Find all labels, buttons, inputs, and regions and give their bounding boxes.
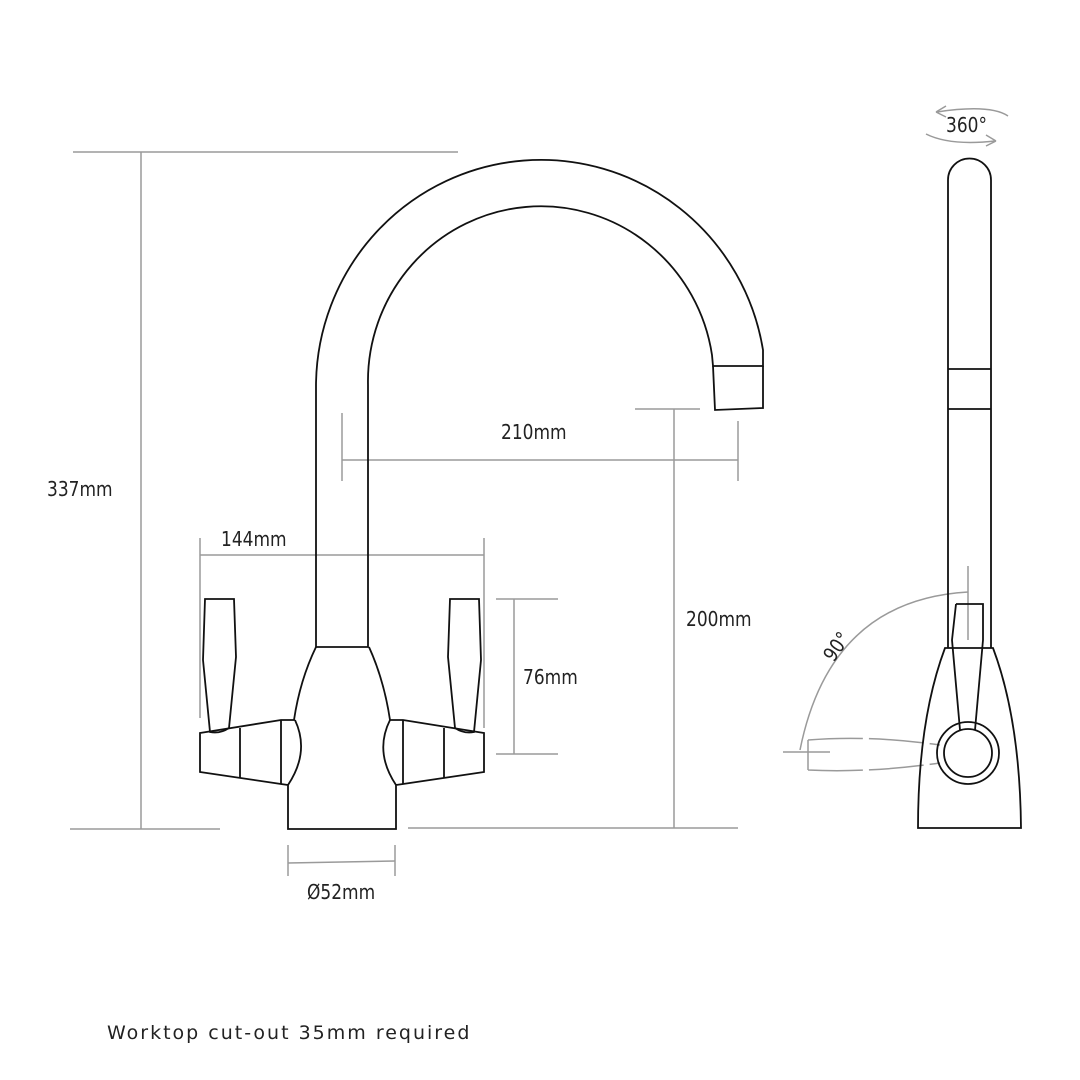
reach-label: 210mm [501, 420, 567, 444]
height-label: 337mm [47, 477, 113, 501]
handle-height-label: 76mm [523, 665, 578, 689]
base-diameter-label: Ø52mm [307, 880, 376, 904]
side-view [917, 157, 1022, 829]
front-view [199, 159, 764, 830]
dimension-lines [70, 105, 1009, 876]
cutout-note: Worktop cut-out 35mm required [107, 1022, 472, 1044]
swivel-label: 360° [946, 113, 987, 137]
handle-span-label: 144mm [221, 527, 287, 551]
clearance-label: 200mm [686, 607, 752, 631]
